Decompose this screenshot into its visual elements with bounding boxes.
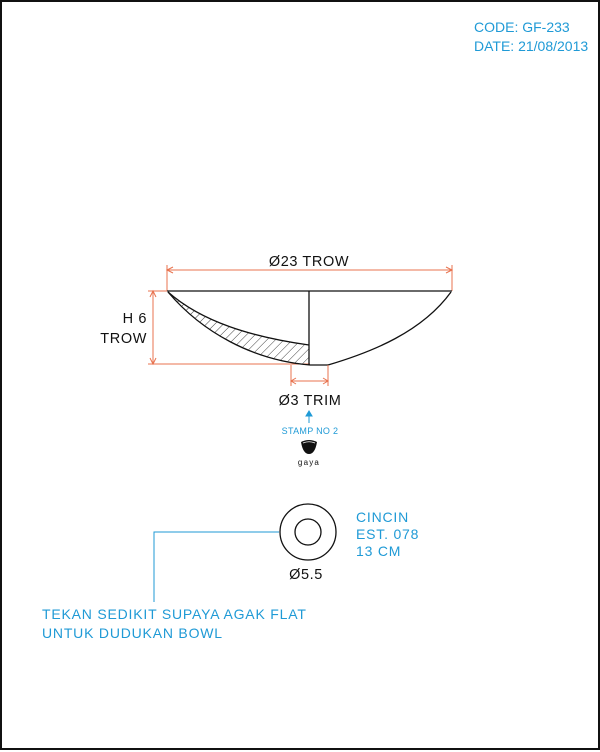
height-label-line1: H 6 — [123, 311, 147, 327]
bowl-outer-curve-left — [167, 291, 311, 366]
ring-outer-circle — [279, 503, 337, 561]
instruction-line2: UNTUK DUDUKAN BOWL — [42, 625, 223, 641]
height-dimension — [148, 289, 310, 366]
ring-diameter-label: Ø5.5 — [289, 567, 323, 583]
instruction-leader — [153, 531, 279, 602]
drawing-code: CODE: GF-233 — [474, 19, 570, 35]
bowl-outer-curve-right — [327, 291, 452, 366]
bowl-profile — [167, 290, 452, 366]
gaya-logo: gaya — [298, 440, 320, 467]
top-diameter-dimension — [165, 265, 454, 291]
logo-text: gaya — [298, 458, 320, 467]
ring-note-line1: CINCIN — [356, 509, 409, 525]
drawing-date: DATE: 21/08/2013 — [474, 38, 588, 54]
height-label-line2: TROW — [100, 331, 147, 347]
base-diameter-label: Ø3 TRIM — [279, 393, 342, 409]
bowl-wall-section — [168, 292, 309, 364]
ring-note-line2: EST. 078 — [356, 526, 419, 542]
ring-inner-circle — [294, 518, 322, 546]
ring-note-line3: 13 CM — [356, 543, 401, 559]
instruction-line1: TEKAN SEDIKIT SUPAYA AGAK FLAT — [42, 606, 307, 622]
base-diameter-dimension — [290, 365, 329, 386]
ring-diagram — [279, 503, 337, 561]
bowl-inner-curve-left — [167, 291, 310, 346]
stamp-pointer — [305, 410, 313, 423]
stamp-label: STAMP NO 2 — [282, 426, 339, 436]
top-diameter-label: Ø23 TROW — [269, 254, 349, 270]
